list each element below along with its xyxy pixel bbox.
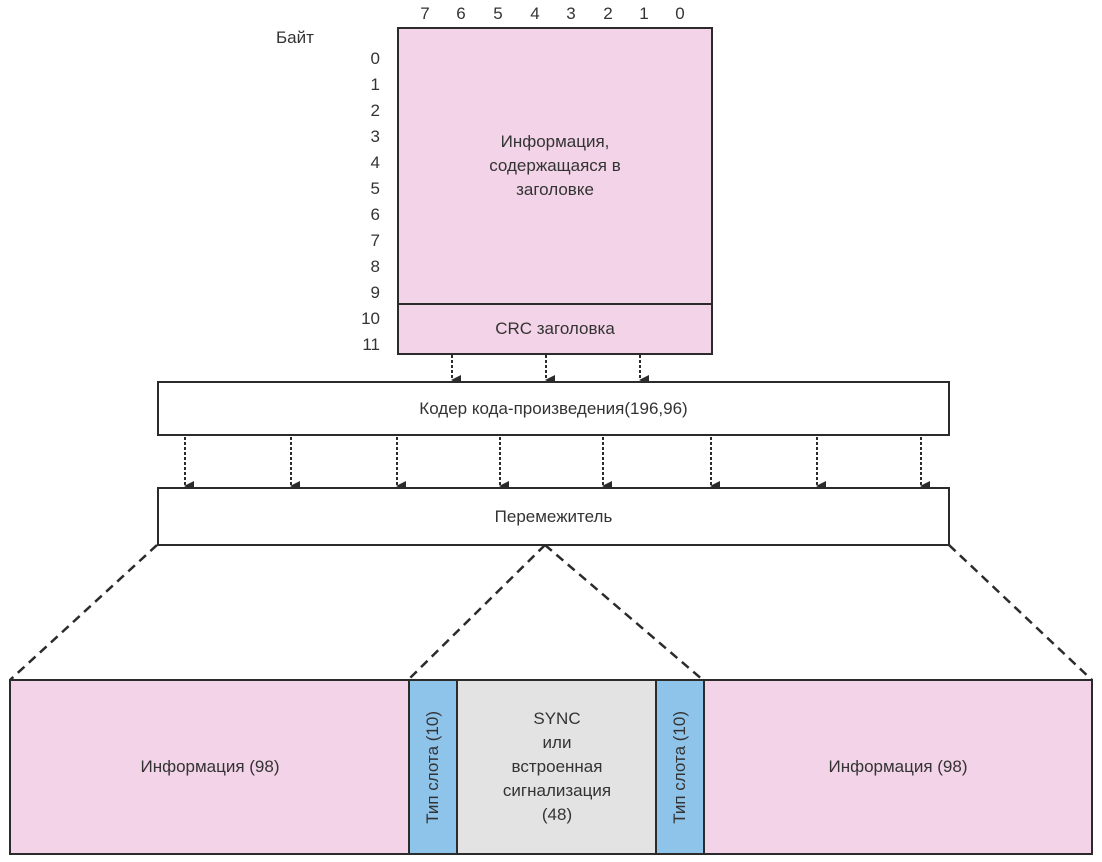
burst-info-right-label: Информация (98) [828, 757, 968, 776]
slot-type-left: Тип слота (10) [408, 681, 458, 853]
bit-number: 7 [420, 4, 430, 23]
bit-number: 0 [675, 4, 685, 23]
expansion-line-center-right [544, 544, 704, 681]
byte-number: 0 [370, 49, 380, 68]
expansion-line-center-left [407, 544, 546, 681]
byte-number: 10 [361, 309, 380, 328]
bit-number: 5 [493, 4, 503, 23]
header-info-text: содержащаяся в [489, 156, 621, 175]
interleaver-block: Перемежитель [157, 487, 950, 546]
byte-number: 11 [362, 335, 380, 354]
bit-number: 1 [639, 4, 649, 23]
burst-info-left-label: Информация (98) [140, 757, 280, 776]
sync-text: встроенная [511, 757, 603, 776]
sync-field: SYNC или встроенная сигнализация (48) [458, 681, 656, 853]
header-info-field: Информация, содержащаяся в заголовке [399, 29, 711, 303]
byte-number: 3 [370, 127, 380, 146]
byte-number: 6 [370, 205, 380, 224]
header-crc-label: CRC заголовка [495, 319, 615, 338]
bit-number: 2 [603, 4, 613, 23]
byte-number: 7 [370, 231, 380, 250]
byte-number: 8 [370, 257, 380, 276]
bit-number: 3 [566, 4, 576, 23]
encoder-label: Кодер кода-произведения(196,96) [419, 398, 688, 418]
byte-number: 1 [370, 75, 380, 94]
byte-number: 5 [370, 179, 380, 198]
slot-type-left-label: Тип слота (10) [423, 710, 442, 824]
sync-text: сигнализация [502, 781, 612, 800]
byte-axis-label: Байт [276, 28, 314, 47]
bit-number: 6 [456, 4, 466, 23]
burst-frame: Информация (98) Тип слота (10) SYNC или … [9, 679, 1093, 855]
slot-type-right: Тип слота (10) [655, 681, 705, 853]
byte-number: 9 [370, 283, 380, 302]
sync-text: или [542, 733, 572, 752]
product-code-encoder-block: Кодер кода-произведения(196,96) [157, 381, 950, 436]
slot-type-right-label: Тип слота (10) [670, 710, 689, 824]
bit-number: 4 [530, 4, 540, 23]
header-frame: Информация, содержащаяся в заголовке CRC… [397, 27, 713, 355]
byte-number: 4 [370, 153, 380, 172]
byte-number: 2 [370, 101, 380, 120]
interleaver-label: Перемежитель [494, 506, 613, 526]
burst-info-right: Информация (98) [705, 681, 1091, 853]
sync-text: SYNC [533, 709, 581, 728]
header-crc-field: CRC заголовка [399, 303, 711, 353]
burst-info-left: Информация (98) [11, 681, 409, 853]
sync-text: (48) [541, 805, 573, 824]
expansion-line-left [9, 544, 158, 681]
header-info-text: Информация, [500, 132, 610, 151]
expansion-line-right [948, 544, 1093, 681]
header-info-text: заголовке [516, 180, 594, 199]
